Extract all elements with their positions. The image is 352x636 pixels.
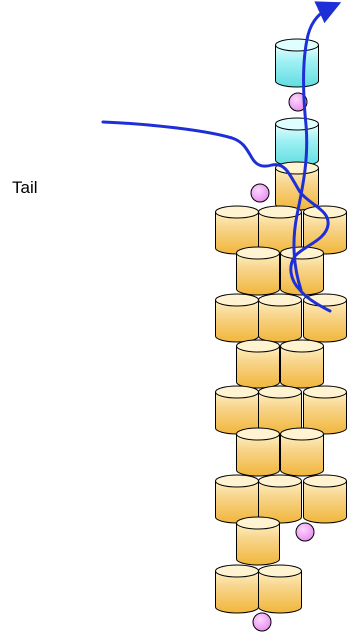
gold-cylinder-bead [215,474,259,524]
gold-cylinder-bead [236,427,280,477]
gold-cylinder-bead [215,385,259,435]
gold-cylinder-bead [258,385,302,435]
thread-arrow [292,1,342,292]
gold-cylinder-bead [236,246,280,296]
cyan-cylinder-bead [275,38,319,88]
tail-label: Tail [12,178,38,197]
gold-cylinder-bead [215,293,259,343]
round-bead [252,612,272,632]
gold-cylinder-bead [280,246,324,296]
gold-cylinder-bead [280,427,324,477]
gold-cylinder-bead [258,293,302,343]
cyan-cylinder-bead [275,117,319,167]
gold-cylinder-bead [303,385,347,435]
gold-cylinder-bead [215,205,259,255]
gold-cylinder-bead [236,516,280,566]
round-bead [250,183,270,203]
thread-path [101,120,332,313]
gold-cylinder-bead [236,339,280,389]
gold-cylinder-bead [258,564,302,614]
round-bead [295,522,315,542]
gold-cylinder-bead [258,474,302,524]
gold-cylinder-bead [215,564,259,614]
gold-cylinder-bead [303,474,347,524]
gold-cylinder-bead [303,293,347,343]
bead-group [215,38,347,632]
gold-cylinder-bead [280,339,324,389]
